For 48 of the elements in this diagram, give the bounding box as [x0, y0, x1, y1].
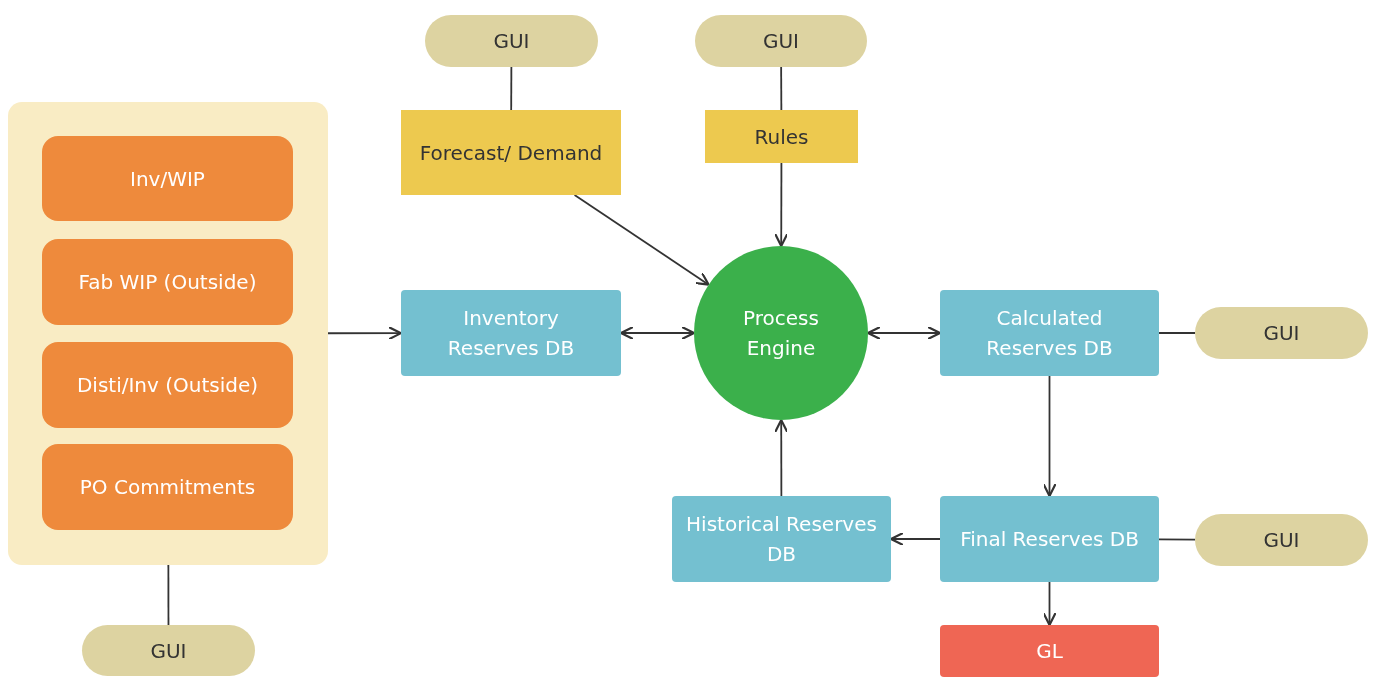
- output-box: [940, 625, 1159, 677]
- arrow: [774, 162, 789, 248]
- arrow: [327, 326, 403, 341]
- node-label: GL: [1036, 638, 1063, 665]
- node-label: GUI: [493, 28, 530, 55]
- database-box: [401, 290, 621, 376]
- arrow: [866, 325, 942, 341]
- node-label: Historical Reserves DB: [686, 511, 877, 568]
- node-label: Fab WIP (Outside): [78, 269, 257, 296]
- database-box: [940, 496, 1159, 582]
- node-label: Inv/WIP: [130, 165, 205, 193]
- input-box: [705, 110, 858, 163]
- node-label: Forecast/ Demand: [419, 139, 603, 167]
- input-box: [401, 110, 621, 195]
- node-label: Rules: [754, 123, 809, 151]
- source-box: [42, 136, 293, 221]
- arrow: [1042, 581, 1057, 627]
- arrow: [1042, 375, 1057, 498]
- node-label: Process Engine: [742, 305, 820, 362]
- gui-pill: [695, 15, 867, 67]
- node-label: GUI: [1263, 320, 1300, 347]
- arrow: [774, 418, 789, 497]
- connector-line: [510, 66, 513, 111]
- node-label: GUI: [1263, 527, 1300, 554]
- node-label: GUI: [762, 28, 799, 55]
- connector-line: [1158, 538, 1196, 541]
- source-box: [42, 342, 293, 428]
- database-box: [940, 290, 1159, 376]
- arrow: [889, 531, 941, 547]
- arrow: [619, 325, 696, 341]
- source-box: [42, 239, 293, 325]
- connector-line: [780, 66, 783, 111]
- node-label: Final Reserves DB: [960, 526, 1139, 553]
- gui-pill: [1195, 514, 1368, 566]
- database-box: [672, 496, 891, 582]
- node-label: GUI: [150, 637, 187, 665]
- node-label: Calculated Reserves DB: [985, 305, 1114, 362]
- arrow: [573, 194, 710, 286]
- connector-line: [1158, 332, 1196, 334]
- gui-pill: [1195, 307, 1368, 359]
- node-label: PO Commitments: [79, 474, 256, 501]
- node-label: Disti/Inv (Outside): [76, 372, 259, 399]
- group-panel: [8, 102, 328, 565]
- source-box: [42, 444, 293, 530]
- gui-pill: [82, 625, 255, 676]
- node-label: Inventory Reserves DB: [446, 305, 576, 362]
- connector-line: [167, 564, 170, 626]
- gui-pill: [425, 15, 598, 67]
